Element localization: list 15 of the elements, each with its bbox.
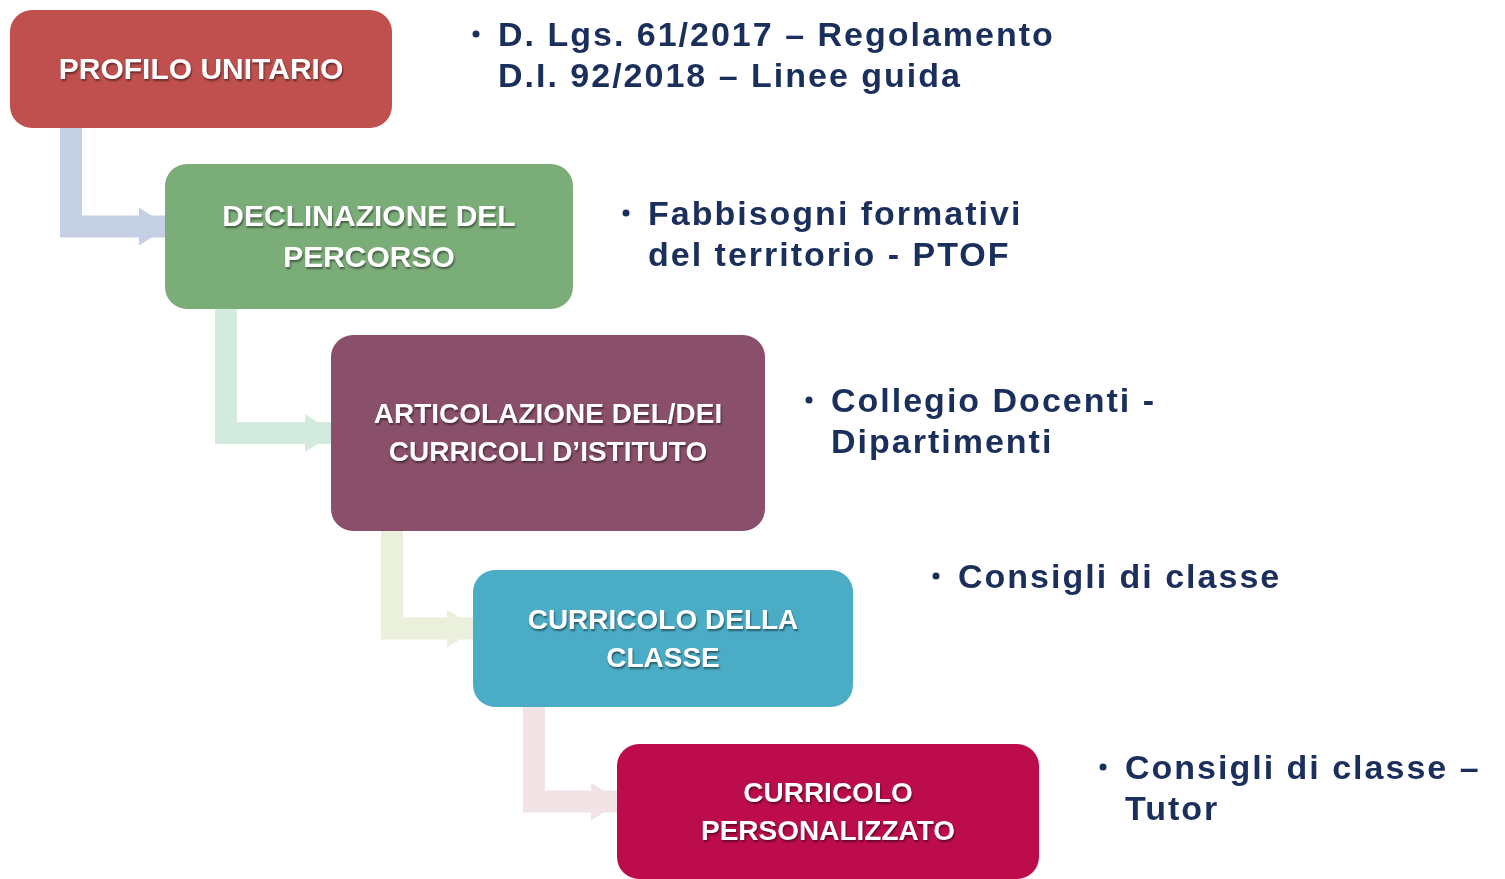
note-text: Consigli di classe bbox=[958, 556, 1283, 597]
process-box bbox=[165, 164, 573, 309]
process-box bbox=[473, 570, 853, 707]
note-text: D. Lgs. 61/2017 – Regolamento D.I. 92/2018 – Linee guida bbox=[498, 14, 1056, 96]
box-label: DECLINAZIONE DEL PERCORSO bbox=[221, 198, 517, 275]
note-text: Consigli di classe – Tutor bbox=[1125, 747, 1482, 829]
process-box bbox=[617, 744, 1039, 879]
box-label: PROFILO UNITARIO bbox=[58, 50, 344, 87]
note-text: Collegio Docenti - Dipartimenti bbox=[831, 380, 1157, 462]
box-label: ARTICOLAZIONE DEL/DEI CURRICOLI D’ISTITUTO bbox=[372, 397, 724, 469]
box-label: CURRICOLO DELLA CLASSE bbox=[526, 602, 800, 675]
process-box bbox=[10, 10, 392, 128]
note-text: Fabbisogni formativi del territorio - PTOF bbox=[648, 193, 1024, 275]
box-label: CURRICOLO PERSONALIZZATO bbox=[699, 775, 957, 848]
process-box bbox=[331, 335, 765, 531]
